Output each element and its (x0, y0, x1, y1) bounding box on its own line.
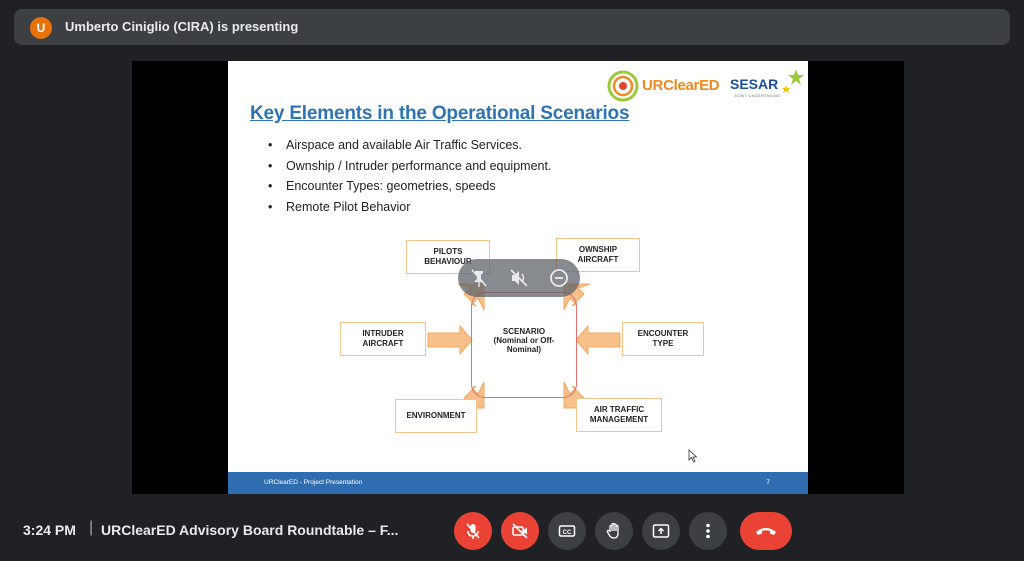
mic-off-icon (466, 523, 480, 539)
bullet-item: Airspace and available Air Traffic Servi… (268, 135, 551, 156)
slide-number: 7 (766, 479, 770, 486)
closed-captions-icon: CC (558, 525, 576, 537)
scenario-box: SCENARIO (Nominal or Off- Nominal) (471, 292, 577, 398)
sesar-logo-text: SESAR (730, 76, 779, 92)
footer-text: URClearED - Project Presentation (264, 479, 363, 486)
urclearead-logo-text: URClearED (642, 77, 720, 94)
presenter-avatar: U (30, 17, 52, 39)
sesar-logo-subtext: JOINT UNDERTAKING (734, 93, 781, 98)
diagram-label: ENCOUNTER (637, 329, 689, 338)
bullet-item: Encounter Types: geometries, speeds (268, 176, 551, 197)
pin-off-icon[interactable] (466, 265, 492, 291)
hand-icon (606, 522, 619, 539)
present-screen-icon (652, 524, 670, 538)
diagram-label: INTRUDER (362, 329, 404, 338)
bullet-item: Ownship / Intruder performance and equip… (268, 156, 551, 177)
presenter-banner: U Umberto Ciniglio (CIRA) is presenting (14, 9, 1010, 45)
urclearead-logo-icon (607, 70, 639, 102)
bullet-list: Airspace and available Air Traffic Servi… (268, 135, 551, 217)
presentation-stage: URClearED SESAR JOINT UNDERTAKING Key El… (132, 61, 904, 494)
minimize-icon[interactable] (546, 265, 572, 291)
raise-hand-button[interactable] (595, 512, 633, 550)
diagram-label: AIR TRAFFIC (593, 405, 645, 414)
bullet-item: Remote Pilot Behavior (268, 197, 551, 218)
call-controls-bar: 3:24 PM | URClearED Advisory Board Round… (0, 498, 1024, 561)
microphone-toggle-button[interactable] (454, 512, 492, 550)
clock: 3:24 PM (23, 522, 76, 538)
camera-toggle-button[interactable] (501, 512, 539, 550)
presenter-text: Umberto Ciniglio (CIRA) is presenting (65, 19, 299, 34)
mouse-cursor-icon (688, 449, 698, 463)
scenario-label: SCENARIO (502, 327, 546, 336)
scenario-label: (Nominal or Off- (493, 336, 555, 345)
urclearead-logo: URClearED (606, 67, 720, 105)
diagram-label: OWNSHIP (578, 245, 618, 254)
environment-box: ENVIRONMENT (395, 399, 477, 433)
floating-presenter-controls (458, 259, 580, 297)
diagram-label: AIRCRAFT (362, 339, 404, 348)
separator: | (89, 519, 94, 536)
camera-off-icon (512, 523, 528, 539)
more-options-button[interactable] (689, 512, 727, 550)
diagram-label: BEHAVIOUR (424, 257, 472, 266)
diagram-label: PILOTS (433, 247, 463, 256)
present-now-button[interactable] (642, 512, 680, 550)
diagram-label: AIRCRAFT (577, 255, 619, 264)
slide-footer: URClearED - Project Presentation 7 (228, 472, 808, 494)
scenario-label: Nominal) (506, 345, 542, 354)
more-vertical-icon (706, 523, 710, 539)
star-icon (782, 69, 804, 93)
diagram-label: TYPE (652, 339, 674, 348)
diagram-label: MANAGEMENT (589, 415, 649, 424)
leave-call-button[interactable] (740, 512, 792, 550)
sesar-logo: SESAR JOINT UNDERTAKING (726, 67, 806, 105)
slide-title: Key Elements in the Operational Scenario… (250, 103, 630, 124)
meeting-title: URClearED Advisory Board Roundtable – F.… (101, 522, 399, 538)
shared-slide: URClearED SESAR JOINT UNDERTAKING Key El… (228, 61, 808, 494)
captions-button[interactable]: CC (548, 512, 586, 550)
hang-up-icon (756, 528, 776, 535)
svg-text:CC: CC (563, 530, 572, 536)
diagram-label: ENVIRONMENT (406, 411, 466, 420)
mute-audio-icon[interactable] (506, 265, 532, 291)
